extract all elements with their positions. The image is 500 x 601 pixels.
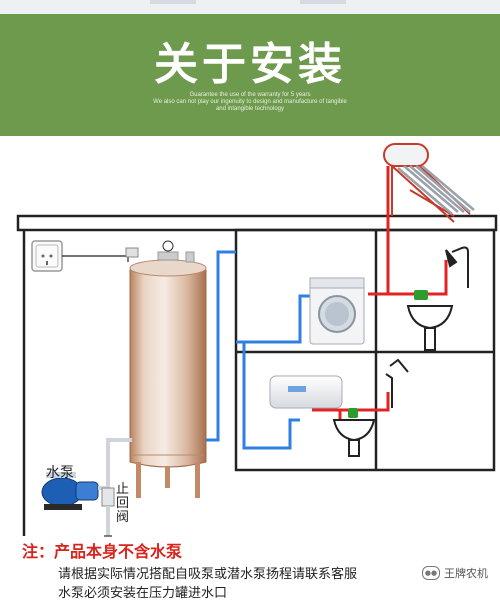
house-structure [16, 214, 498, 536]
top-strip-mark [150, 0, 196, 4]
watermark: ●● 王牌农机 [422, 565, 488, 581]
shower-icon [445, 246, 469, 288]
note-no-pump-included: 注：产品本身不含水泵 [22, 542, 183, 561]
watermark-text: 王牌农机 [444, 567, 488, 580]
wechat-icon: ●● [422, 566, 440, 580]
header-banner [0, 14, 500, 136]
washbasin-icon [406, 290, 454, 351]
top-strip-mark [300, 0, 346, 4]
pressure-tank-icon [125, 240, 207, 498]
header-subtitle: Guarantee the use of the warranty for 5 … [189, 92, 311, 98]
page-title: 关于安装 [154, 39, 346, 90]
top-strip [0, 0, 500, 14]
solar-water-heater-icon [383, 143, 475, 223]
check-valve-icon [101, 487, 115, 507]
power-outlet-icon [31, 240, 63, 272]
faucet-icon [385, 358, 409, 408]
washing-machine-icon [309, 277, 365, 345]
cold-water-pipes [206, 250, 312, 450]
installation-diagram [16, 143, 498, 537]
pump-icon [41, 472, 99, 510]
electric-water-heater-icon [269, 375, 343, 409]
pump-label: 水泵 [46, 465, 74, 481]
bottom-washbasin-icon [332, 408, 376, 457]
note-pump-install-position: 水泵必须安装在压力罐进水口 [58, 586, 228, 601]
header-subtitle: We also can not play our ingenuity to de… [153, 99, 347, 105]
note-pump-selection: 请根据实际情况搭配自吸泵或潜水泵扬程请联系客服 [58, 567, 358, 582]
check-valve-label: 止回阀 [116, 482, 130, 525]
header-subtitle: and intangible technology [215, 106, 285, 112]
